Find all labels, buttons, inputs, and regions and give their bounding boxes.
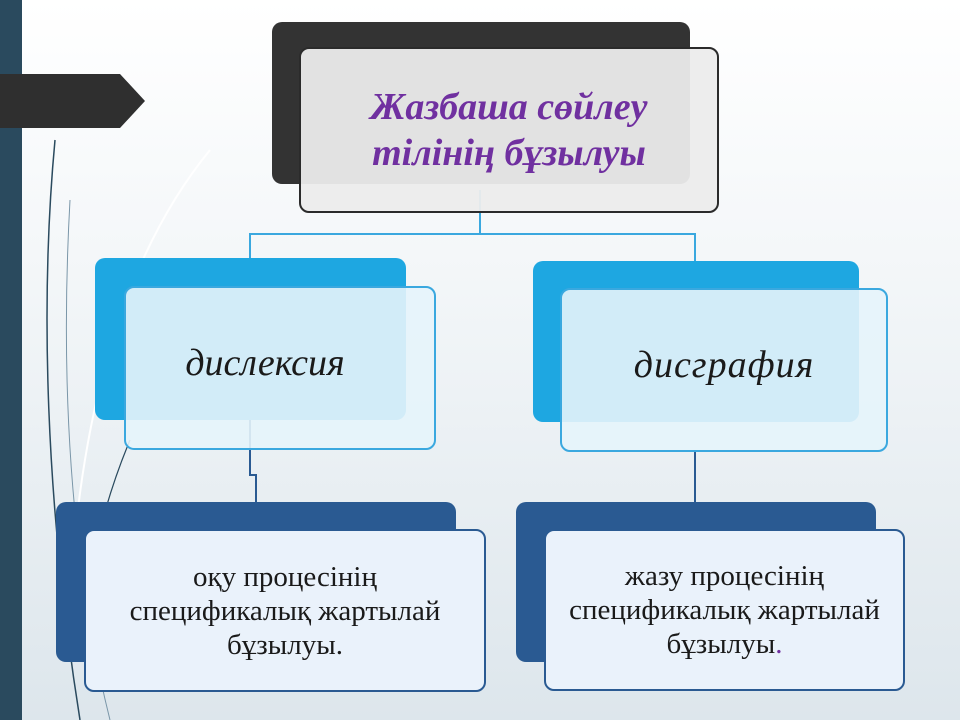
writing-node: жазу процесінің спецификалық жартылай бұ…: [544, 529, 905, 691]
dyslexia-label: дислексия: [185, 342, 345, 384]
left-accent-strip: [0, 0, 22, 720]
writing-node-dot: .: [775, 628, 783, 660]
reading-node: оқу процесінің спецификалық жартылай бұз…: [84, 529, 486, 692]
root-node-label: Жазбаша сөйлеу тілінің бұзылуы: [370, 86, 648, 174]
dyslexia-node: дислексия: [124, 286, 436, 450]
writing-node-label: жазу процесінің спецификалық жартылай бұ…: [569, 560, 880, 660]
dysgraphia-node: дисграфия: [560, 288, 888, 452]
corner-arrow-shape: [0, 74, 145, 128]
writing-node-text: жазу процесінің спецификалық жартылай бұ…: [565, 559, 885, 661]
dysgraphia-label: дисграфия: [633, 344, 815, 386]
reading-node-label: оқу процесінің спецификалық жартылай бұз…: [129, 560, 441, 661]
root-node: Жазбаша сөйлеу тілінің бұзылуы: [299, 47, 719, 213]
